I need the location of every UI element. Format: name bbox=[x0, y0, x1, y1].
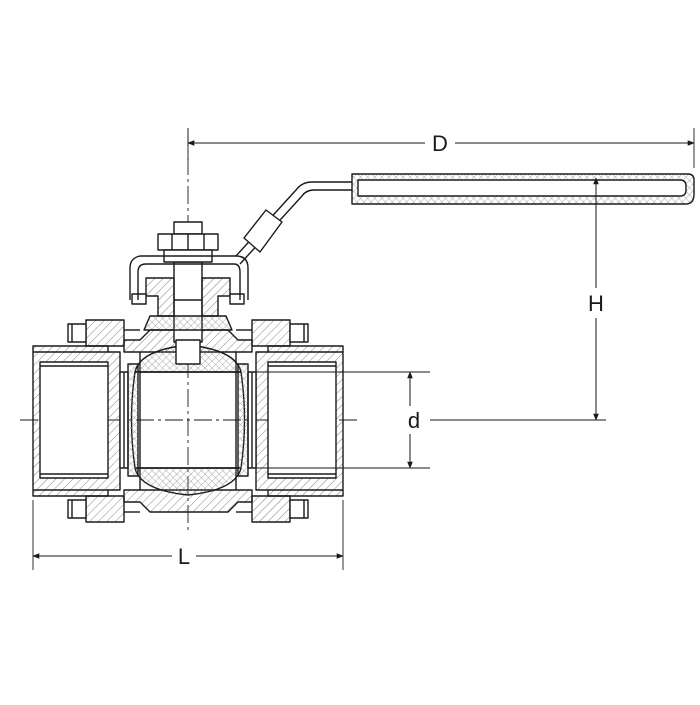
handle-bracket bbox=[129, 181, 352, 300]
seats bbox=[127, 363, 249, 477]
left-flange bbox=[67, 319, 140, 523]
right-flange bbox=[236, 319, 309, 523]
gland-nut bbox=[131, 277, 245, 331]
left-end-cap bbox=[32, 345, 129, 497]
dim-label-D: D bbox=[432, 131, 448, 156]
dim-label-L: L bbox=[178, 544, 190, 569]
stem bbox=[173, 261, 203, 365]
dim-label-H: H bbox=[588, 291, 604, 316]
handle-grip bbox=[351, 173, 695, 205]
extension-lines bbox=[32, 128, 695, 570]
dimension-lines bbox=[32, 140, 695, 559]
dim-label-d: d bbox=[408, 408, 420, 433]
right-end-cap bbox=[247, 345, 344, 497]
